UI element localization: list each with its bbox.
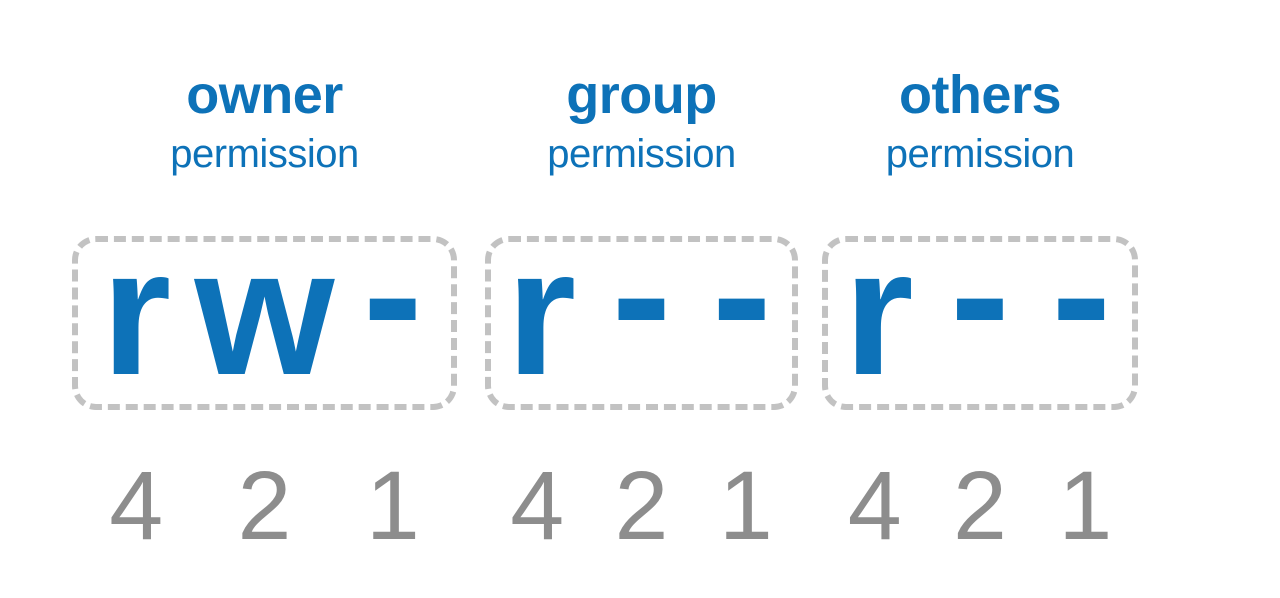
owner-octal-values: 4 2 1	[72, 457, 457, 554]
others-column: others permission r - - 4 2 1	[822, 68, 1138, 554]
group-permission-box: r - -	[485, 205, 798, 410]
owner-execute-value: 1	[365, 451, 420, 560]
owner-read-flag: r	[101, 212, 172, 413]
group-read-flag: r	[506, 212, 577, 413]
others-execute-value: 1	[1058, 451, 1113, 560]
group-subtitle: permission	[547, 132, 736, 176]
owner-title: owner	[186, 65, 343, 125]
owner-column: owner permission r w - 4 2 1	[72, 68, 457, 554]
others-execute-flag: -	[1051, 194, 1112, 395]
group-execute-flag: -	[711, 194, 772, 395]
owner-subtitle: permission	[170, 132, 359, 176]
others-subtitle: permission	[885, 132, 1075, 176]
owner-write-flag: w	[194, 212, 335, 413]
others-write-flag: -	[950, 194, 1010, 395]
others-title: others	[898, 65, 1062, 125]
owner-permission-box: r w -	[72, 205, 457, 410]
group-execute-value: 1	[718, 451, 773, 560]
owner-write-value: 2	[237, 451, 292, 560]
group-read-value: 4	[510, 451, 565, 560]
owner-read-value: 4	[109, 451, 164, 560]
others-permission-box: r - -	[822, 205, 1138, 410]
group-octal-values: 4 2 1	[485, 457, 798, 554]
others-octal-values: 4 2 1	[822, 457, 1138, 554]
group-write-value: 2	[614, 451, 669, 560]
others-write-value: 2	[953, 451, 1007, 560]
others-read-flag: r	[843, 212, 914, 413]
group-write-flag: -	[611, 194, 672, 395]
group-title: group	[566, 65, 717, 125]
owner-execute-flag: -	[362, 194, 423, 395]
group-column: group permission r - - 4 2 1	[485, 68, 798, 554]
others-read-value: 4	[847, 451, 902, 560]
